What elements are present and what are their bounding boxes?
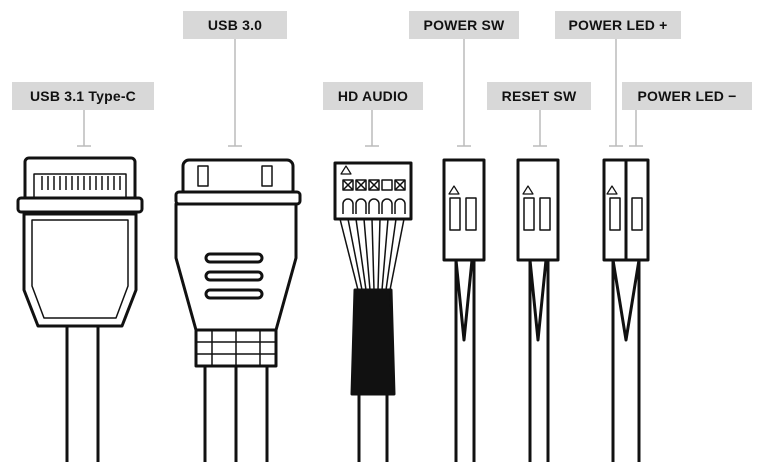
label-power-sw: POWER SW xyxy=(409,11,519,39)
label-reset-sw: RESET SW xyxy=(487,82,591,110)
leader-lines xyxy=(77,39,643,147)
label-usb30: USB 3.0 xyxy=(183,11,287,39)
label-power-led-plus: POWER LED + xyxy=(555,11,681,39)
reset-sw-connector xyxy=(516,158,560,462)
usb31-typec-connector xyxy=(16,156,144,462)
hd-audio-connector xyxy=(333,161,413,462)
power-led-connector xyxy=(602,158,650,462)
label-usb31-typec: USB 3.1 Type-C xyxy=(12,82,154,110)
label-power-led-minus: POWER LED − xyxy=(622,82,752,110)
label-hd-audio: HD AUDIO xyxy=(323,82,423,110)
power-sw-connector xyxy=(442,158,486,462)
usb30-connector xyxy=(174,158,302,462)
